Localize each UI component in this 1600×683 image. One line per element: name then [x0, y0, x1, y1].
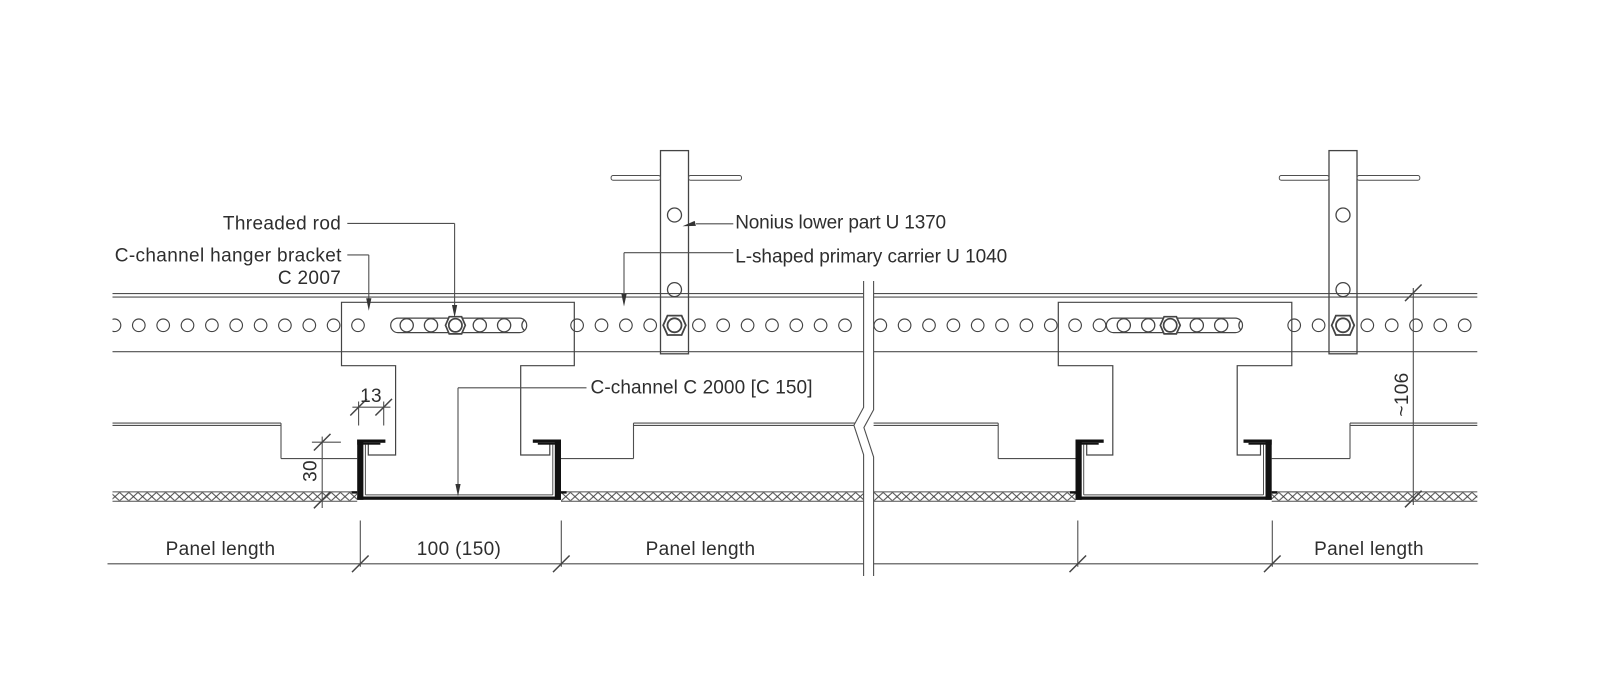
- svg-text:Panel length: Panel length: [1314, 539, 1424, 560]
- svg-text:C-channel hanger bracket: C-channel hanger bracket: [115, 246, 342, 267]
- svg-text:~106: ~106: [1392, 372, 1413, 416]
- svg-text:Threaded rod: Threaded rod: [223, 214, 341, 235]
- svg-text:Panel length: Panel length: [646, 539, 756, 560]
- svg-text:13: 13: [360, 386, 382, 407]
- svg-text:C 2007: C 2007: [278, 268, 341, 289]
- svg-text:C-channel C 2000 [C 150]: C-channel C 2000 [C 150]: [591, 377, 813, 398]
- svg-text:100 (150): 100 (150): [417, 539, 502, 560]
- svg-text:Nonius lower part U 1370: Nonius lower part U 1370: [735, 213, 946, 234]
- svg-text:Panel length: Panel length: [166, 539, 276, 560]
- svg-text:L-shaped primary carrier U 104: L-shaped primary carrier U 1040: [735, 246, 1007, 267]
- svg-text:30: 30: [301, 460, 322, 482]
